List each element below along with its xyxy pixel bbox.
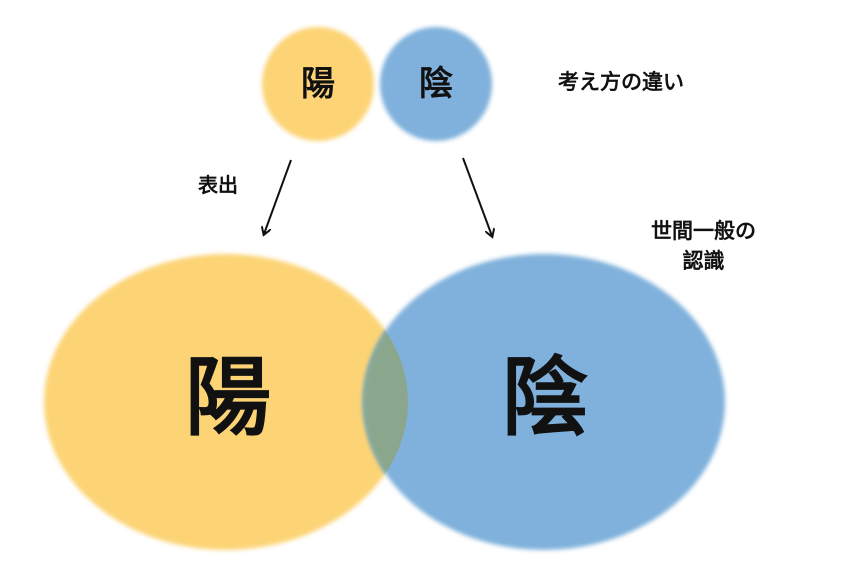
arrow-left (264, 159, 292, 234)
caption-common-line2: 認識 (682, 249, 725, 273)
small-yang-circle (262, 27, 374, 141)
caption-expression: 表出 (198, 173, 238, 197)
caption-difference-in-thinking: 考え方の違い (558, 70, 684, 94)
big-yin-ellipse (363, 254, 725, 550)
caption-common-line1: 世間一般の (651, 219, 756, 243)
small-yang-label: 陽 (301, 64, 335, 104)
arrow-right (462, 157, 492, 236)
small-yin-circle (380, 27, 492, 141)
big-yin-label: 陰 (502, 348, 588, 448)
small-yin-label: 陰 (419, 64, 453, 104)
caption-common-perception: 世間一般の 認識 (651, 216, 756, 276)
big-yang-label: 陽 (185, 348, 271, 448)
big-yang-ellipse (44, 254, 408, 550)
